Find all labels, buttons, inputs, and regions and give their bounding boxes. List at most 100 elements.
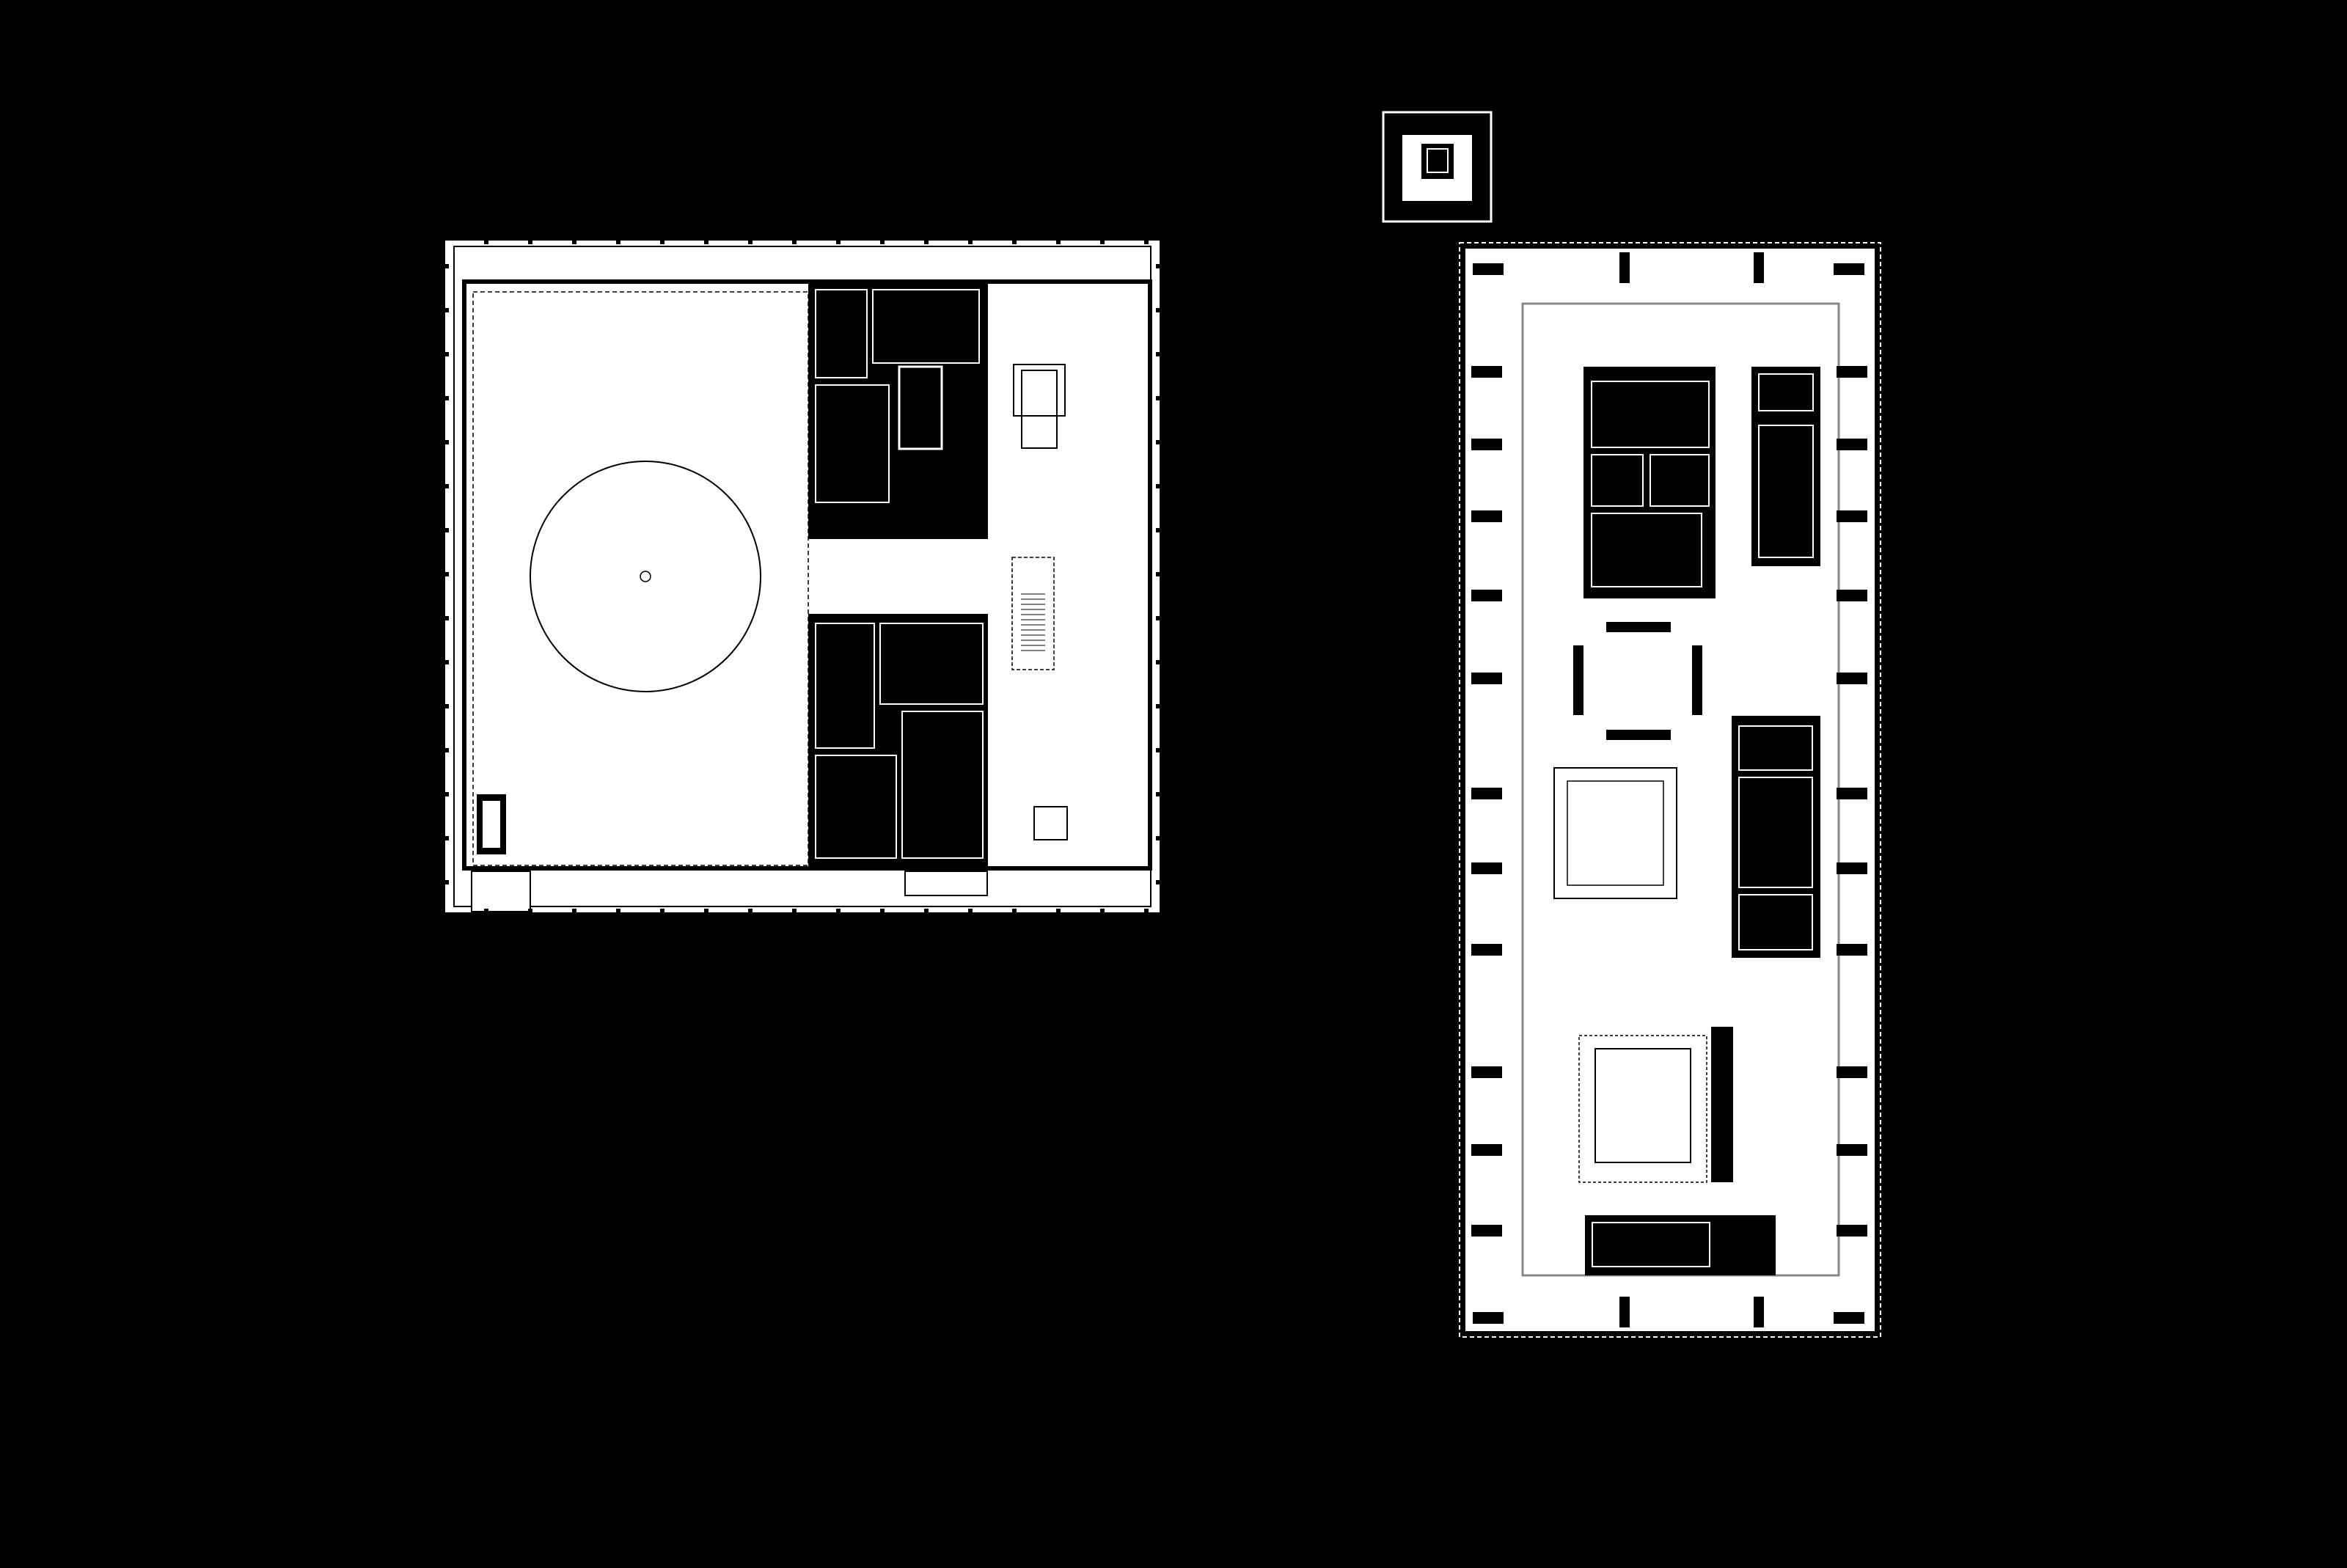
column <box>1837 590 1867 601</box>
mullion <box>1156 264 1160 268</box>
right-plan-site-line <box>1459 242 1881 1338</box>
mullion <box>660 240 664 244</box>
core-room-outline <box>1591 513 1702 587</box>
mullion <box>836 909 841 913</box>
corner-column <box>1834 1312 1864 1324</box>
corner-column <box>1834 263 1864 275</box>
stair-exit-west <box>471 871 531 912</box>
mullion <box>444 396 449 400</box>
column <box>1471 1066 1502 1078</box>
mullion <box>1012 909 1017 913</box>
mullion <box>484 909 488 913</box>
mullion <box>1156 704 1160 708</box>
stair-core-box <box>1021 370 1058 449</box>
mullion <box>528 909 532 913</box>
core-room-outline <box>1591 454 1644 507</box>
mullion <box>444 572 449 576</box>
column <box>1837 366 1867 378</box>
mullion <box>1156 748 1160 752</box>
small-core <box>1033 806 1068 840</box>
column <box>1471 788 1502 799</box>
mullion <box>704 909 709 913</box>
column <box>1471 590 1502 601</box>
column <box>1754 1297 1764 1327</box>
stair-core-outline <box>1013 364 1066 417</box>
mullion <box>1144 909 1149 913</box>
mullion <box>444 836 449 840</box>
mullion <box>1156 792 1160 796</box>
mullion <box>924 240 929 244</box>
mullion <box>1156 660 1160 664</box>
core-room-outline <box>1592 1222 1710 1267</box>
stair-treads <box>1021 593 1045 651</box>
mullion <box>444 528 449 532</box>
column <box>1471 439 1502 450</box>
column <box>1837 788 1867 799</box>
wall-core <box>1711 1027 1733 1182</box>
mullion <box>1156 880 1160 884</box>
mullion <box>1156 484 1160 488</box>
bench-east <box>1692 645 1702 715</box>
service-room-outline <box>879 623 984 705</box>
service-room-outline <box>815 289 868 378</box>
perimeter-columns <box>1471 252 1867 1327</box>
core-room-outline <box>1738 725 1813 771</box>
mullion <box>1144 240 1149 244</box>
mullion <box>1156 616 1160 620</box>
lift-cab <box>483 801 500 848</box>
mullion <box>444 704 449 708</box>
left-floor-plan <box>444 239 1161 914</box>
column <box>1754 252 1764 283</box>
mullion <box>880 240 885 244</box>
stair-void <box>1011 557 1055 670</box>
pavilion-plan <box>1382 111 1493 223</box>
circle-center-mark <box>640 571 651 582</box>
mullion <box>660 909 664 913</box>
mullion <box>1100 240 1105 244</box>
core-room-outline <box>1758 425 1814 558</box>
bench-south <box>1606 730 1671 740</box>
mullion <box>572 909 576 913</box>
pavilion-lift <box>1427 148 1449 173</box>
service-room-outline <box>898 365 943 450</box>
core-room-outline <box>1738 777 1813 888</box>
mullion <box>1100 909 1105 913</box>
facade-mullions <box>444 240 1160 913</box>
column <box>1619 1297 1630 1327</box>
mullion <box>444 792 449 796</box>
mullion <box>444 484 449 488</box>
square-room-south-inner <box>1594 1048 1691 1163</box>
stair-core-north <box>1751 367 1820 566</box>
service-core-south <box>1585 1215 1776 1275</box>
mullion <box>1156 572 1160 576</box>
mullion <box>444 440 449 444</box>
bench-west <box>1573 645 1583 715</box>
core-room-outline <box>1650 454 1710 507</box>
column <box>1471 862 1502 874</box>
mullion <box>792 240 797 244</box>
column <box>1471 1144 1502 1156</box>
mullion <box>880 909 885 913</box>
bench-north <box>1606 622 1671 632</box>
mullion <box>968 240 973 244</box>
stair-exit-south <box>904 871 988 896</box>
mullion <box>444 616 449 620</box>
mullion <box>444 660 449 664</box>
mullion <box>792 909 797 913</box>
mullion <box>616 909 620 913</box>
service-block-south <box>808 614 988 868</box>
mullion <box>748 240 753 244</box>
service-room-outline <box>815 623 875 749</box>
square-room-north-inner <box>1567 780 1664 886</box>
service-room-outline <box>815 755 897 859</box>
mullion <box>444 308 449 312</box>
mullion <box>1012 240 1017 244</box>
mullion <box>748 909 753 913</box>
service-room-outline <box>815 384 890 503</box>
core-details <box>1591 373 1814 1267</box>
service-block-details <box>815 289 984 859</box>
mullion <box>1156 440 1160 444</box>
column <box>1837 439 1867 450</box>
